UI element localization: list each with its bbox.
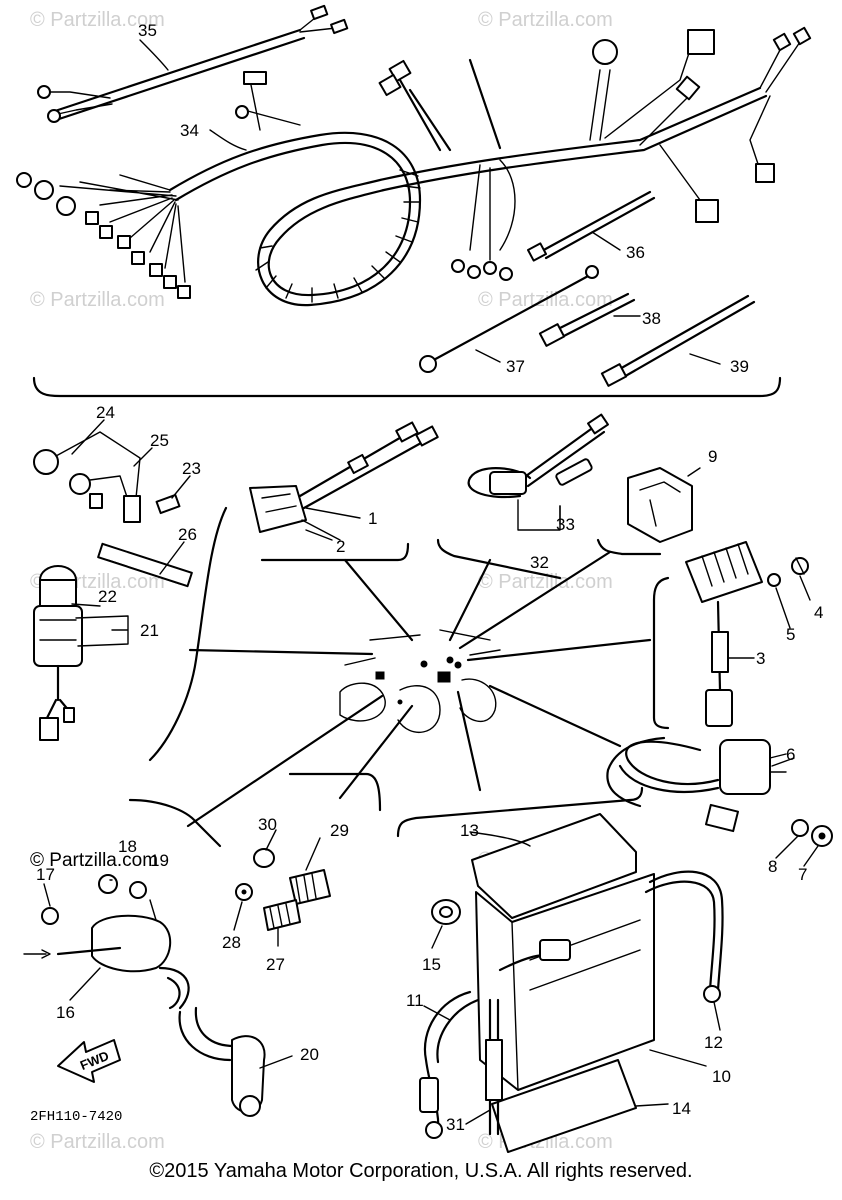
callout-1: 1 — [368, 509, 377, 528]
part-main-switch — [33, 565, 83, 741]
watermark: © Partzilla.com — [30, 1131, 165, 1153]
callout-8: 8 — [768, 857, 777, 876]
wire-harness-group — [16, 4, 812, 398]
callout-9: 9 — [708, 447, 717, 466]
callout-3: 3 — [756, 649, 765, 668]
callout-22: 22 — [98, 587, 117, 606]
part-battery — [419, 813, 724, 1153]
callout-12: 12 — [704, 1033, 723, 1052]
part-fuse-holder — [467, 413, 609, 531]
callout-5: 5 — [786, 625, 795, 644]
callout-4: 4 — [814, 603, 823, 622]
callout-31: 31 — [446, 1115, 465, 1134]
watermark: © Partzilla.com — [478, 9, 613, 31]
callout-13: 13 — [460, 821, 479, 840]
callout-labels: 35 34 36 37 38 39 9 1 2 33 32 4 5 3 6 8 … — [36, 21, 823, 1134]
leader-lines — [186, 550, 652, 828]
callout-21: 21 — [140, 621, 159, 640]
part-switches — [235, 848, 331, 931]
catalog-code: 2FH110-7420 — [30, 1109, 122, 1125]
callout-25: 25 — [150, 431, 169, 450]
copyright-text: ©2015 Yamaha Motor Corporation, U.S.A. A… — [149, 1160, 693, 1182]
part-starter-relay — [618, 739, 833, 847]
callout-6: 6 — [786, 745, 795, 764]
fwd-arrow: FWD — [57, 1039, 121, 1083]
watermark: © Partzilla.com — [30, 9, 165, 31]
brand-watermark: © Partzilla.com — [30, 850, 158, 871]
group-brackets — [128, 506, 670, 848]
callout-30: 30 — [258, 815, 277, 834]
callout-36: 36 — [626, 243, 645, 262]
part-rectifier — [685, 541, 809, 727]
callout-2: 2 — [336, 537, 345, 556]
watermark: © Partzilla.com — [30, 289, 165, 311]
callout-26: 26 — [178, 525, 197, 544]
callout-23: 23 — [182, 459, 201, 478]
watermark: © Partzilla.com — [478, 571, 613, 593]
part-lamps — [33, 431, 181, 523]
callout-16: 16 — [56, 1003, 75, 1022]
callout-17: 17 — [36, 865, 55, 884]
callout-39: 39 — [730, 357, 749, 376]
callout-37: 37 — [506, 357, 525, 376]
callout-18: 18 — [118, 837, 137, 856]
callout-38: 38 — [642, 309, 661, 328]
part-relay-plug — [249, 421, 439, 541]
callout-24: 24 — [96, 403, 115, 422]
callout-20: 20 — [300, 1045, 319, 1064]
callout-leaders — [43, 39, 819, 1125]
callout-11: 11 — [406, 991, 424, 1010]
callout-19: 19 — [150, 851, 169, 870]
part-ignition-coil — [23, 874, 266, 1117]
callout-28: 28 — [222, 933, 241, 952]
part-label-26 — [97, 542, 193, 588]
callout-35: 35 — [138, 21, 157, 40]
callout-10: 10 — [712, 1067, 731, 1086]
callout-14: 14 — [672, 1099, 691, 1118]
callout-27: 27 — [266, 955, 285, 974]
frame-hub — [339, 629, 501, 733]
callout-15: 15 — [422, 955, 441, 974]
callout-32: 32 — [530, 553, 549, 572]
callout-29: 29 — [330, 821, 349, 840]
part-cover — [627, 467, 693, 543]
callout-7: 7 — [798, 865, 807, 884]
callout-33: 33 — [556, 515, 575, 534]
callout-34: 34 — [180, 121, 199, 140]
